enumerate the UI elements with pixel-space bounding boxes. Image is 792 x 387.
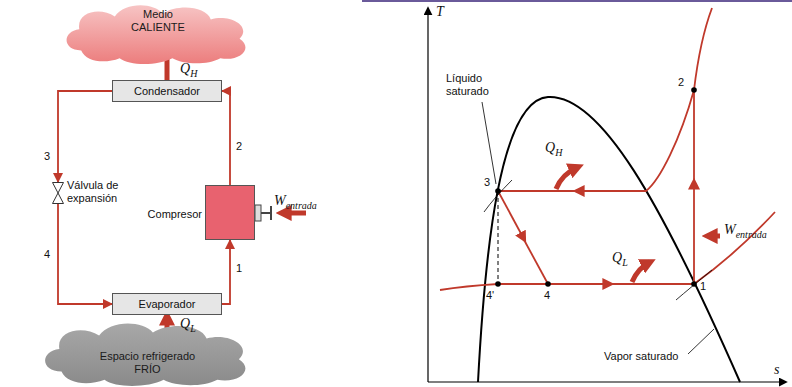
cold-space-cloud: Espacio refrigerado FRÍO — [40, 320, 255, 386]
node-label: Condensador — [134, 85, 200, 98]
hot-medium-cloud: Medio CALIENTE — [62, 2, 254, 64]
work-arrow — [708, 234, 720, 239]
piston-rod — [261, 212, 271, 214]
quantity-label: Wentrada — [724, 222, 767, 243]
compression-line — [693, 90, 695, 184]
diagram-label: Vapor saturado — [604, 350, 678, 363]
isobar-high — [575, 90, 694, 191]
node-label: Compresor — [148, 208, 202, 221]
diagram-label: 2 — [678, 76, 684, 89]
isobar-high — [498, 190, 578, 192]
node-label: Válvula de expansión — [67, 179, 135, 205]
ts-axes — [428, 8, 786, 382]
diagram-label: T — [436, 4, 444, 20]
quantity-label: QL — [180, 316, 196, 337]
state-number: 2 — [236, 140, 242, 153]
valve-outline — [53, 183, 64, 204]
quantity-label: QL — [612, 250, 628, 271]
evaporator-box: Evaporador — [112, 293, 222, 315]
diagram-label: Líquido saturado — [446, 72, 508, 98]
diagram-label: 1 — [700, 280, 706, 293]
isobar-low — [440, 284, 612, 290]
node-label: Medio CALIENTE — [121, 8, 195, 34]
state-number: 1 — [236, 262, 242, 275]
compressor-box: Compresor — [205, 185, 255, 240]
piston-handle — [270, 206, 272, 220]
frame-line — [362, 0, 792, 2]
heat-in-arrow — [632, 262, 650, 282]
s-axis — [428, 381, 786, 382]
state-point — [691, 87, 697, 93]
quantity-label: QH — [180, 61, 197, 82]
state-point — [495, 188, 501, 194]
node-label: Espacio refrigerado FRÍO — [88, 350, 208, 376]
cloud-outline — [67, 5, 246, 64]
throttle-line — [498, 191, 525, 241]
cycle-lines — [440, 8, 775, 290]
quantity-label: QH — [545, 140, 562, 161]
heat-out-arrow — [556, 167, 578, 189]
saturation-dome — [478, 97, 740, 382]
vapor-isobar — [676, 270, 712, 300]
state-points — [495, 87, 697, 287]
node-label: Evaporador — [139, 298, 196, 311]
expansion-valve: Válvula de expansión — [52, 182, 64, 204]
quantity-label: Wentrada — [274, 193, 317, 214]
condenser-box: Condensador — [112, 80, 222, 102]
state-point — [691, 281, 697, 287]
work-arrow — [282, 211, 306, 216]
cloud-outline — [45, 323, 245, 386]
isobar-high — [694, 8, 712, 90]
piston — [255, 205, 261, 221]
dashed-line — [498, 191, 499, 284]
flow-line — [58, 91, 112, 182]
leader-line — [688, 329, 714, 354]
diagram-label: s — [774, 362, 779, 378]
flow-line — [222, 91, 230, 185]
state-point — [545, 281, 551, 287]
leader-line — [482, 102, 496, 184]
t-axis — [427, 8, 428, 382]
compression-line — [693, 180, 695, 284]
flow-line — [222, 240, 230, 304]
state-point — [495, 281, 501, 287]
state-number: 3 — [44, 150, 50, 163]
flow-line — [58, 204, 112, 304]
state-number: 4 — [44, 248, 50, 261]
diagram-label: 4 — [544, 289, 550, 302]
isobar-low — [608, 212, 775, 284]
throttle-line — [523, 238, 548, 284]
diagram-label: 3 — [484, 176, 490, 189]
valve-symbol — [52, 182, 64, 204]
diagram-label: 4' — [486, 289, 494, 302]
